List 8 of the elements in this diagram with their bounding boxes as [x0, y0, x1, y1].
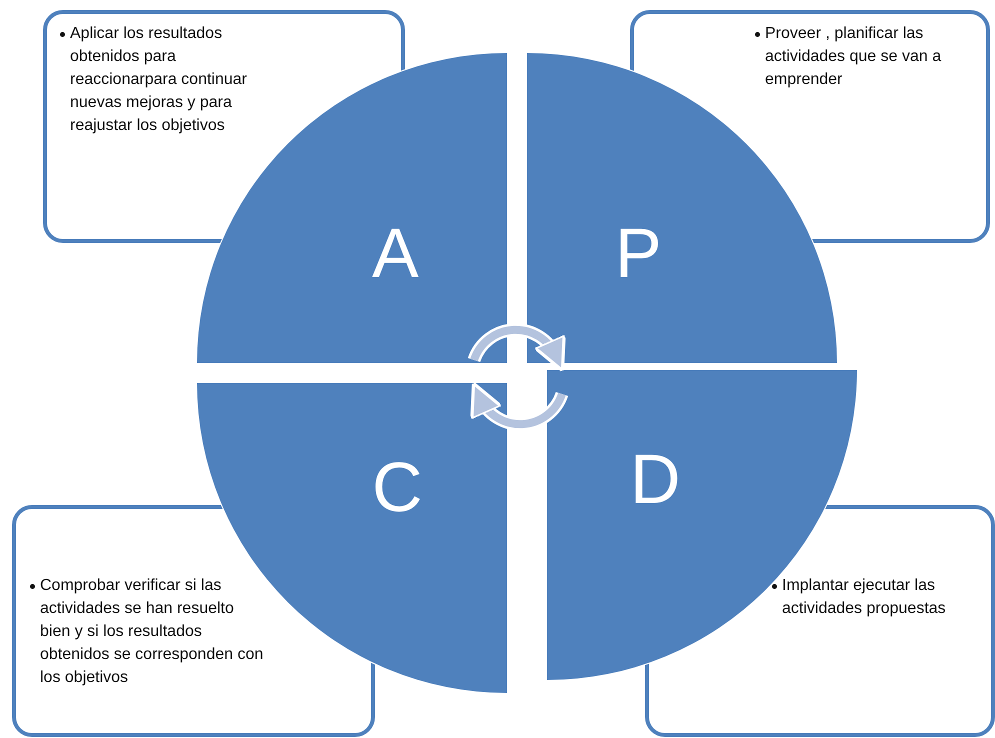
quadrant-letter: P [615, 218, 662, 288]
quadrant-letter: D [630, 444, 681, 514]
bullet-text: Proveer , planificar las actividades que se van a emprender [765, 24, 942, 90]
quadrant-letter: C [372, 452, 423, 522]
bullet-text: Aplicar los resultados obtenidos para reaccionarpara continuar nuevas mejoras y para reajustar los objetivos [70, 24, 248, 136]
bullet-text: Implantar ejecutar las actividades propuestas [782, 576, 947, 619]
quadrant-letter: A [372, 218, 419, 288]
bullet-text: Comprobar verificar si las actividades se han resuelto bien y si los resultados obtenidos se corresponden con los objetivos [40, 576, 264, 688]
